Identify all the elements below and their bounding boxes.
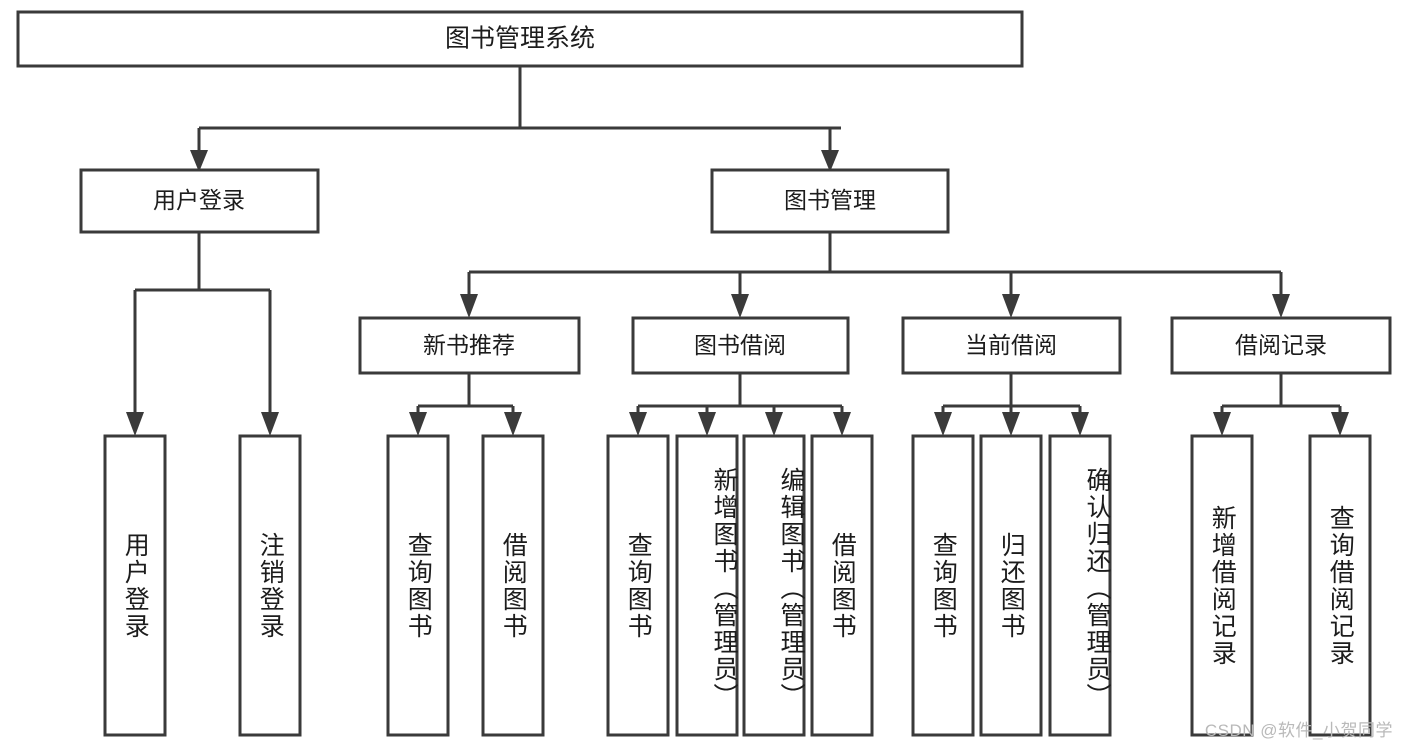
leaf-node-bookborrow-3[interactable] <box>810 434 874 737</box>
node-new-book-recommend-label: 新书推荐 <box>423 332 515 358</box>
node-user-login-label: 用户登录 <box>153 187 245 213</box>
leaf-node-bookborrow-1[interactable] <box>675 434 739 737</box>
leaf-node-currentborrow-1[interactable] <box>979 434 1043 737</box>
leaf-node-bookborrow-2[interactable] <box>742 434 806 737</box>
leaf-node-borrowrecord-1[interactable] <box>1308 434 1372 737</box>
connector-bookborrow-to-leaves <box>629 373 851 436</box>
node-user-login[interactable]: 用户登录 <box>79 168 320 234</box>
node-book-management[interactable]: 图书管理 <box>710 168 950 234</box>
connector-userlogin-to-leaves <box>126 232 279 436</box>
connector-bookmgmt-to-level3 <box>460 232 1290 318</box>
connector-newbook-to-leaves <box>409 373 522 436</box>
leaf-node-user-login-1[interactable] <box>238 434 302 737</box>
leaf-node-currentborrow-0[interactable] <box>911 434 975 737</box>
leaf-node-newbook-1[interactable] <box>481 434 545 737</box>
node-borrow-record-label: 借阅记录 <box>1235 332 1327 358</box>
node-current-borrow-label: 当前借阅 <box>965 332 1057 358</box>
node-new-book-recommend[interactable]: 新书推荐 <box>358 316 581 375</box>
node-book-borrow[interactable]: 图书借阅 <box>631 316 850 375</box>
leaf-rects-current-borrow <box>911 434 1112 737</box>
leaf-node-borrowrecord-0[interactable] <box>1190 434 1254 737</box>
node-root[interactable]: 图书管理系统 <box>16 10 1024 68</box>
connector-root-to-level2 <box>190 66 841 172</box>
leaf-rects-book-borrow <box>606 434 874 737</box>
leaf-rects-borrow-record <box>1190 434 1372 737</box>
leaf-rects-user-login <box>103 434 302 737</box>
connector-currentborrow-to-leaves <box>934 373 1089 436</box>
leaf-node-bookborrow-0[interactable] <box>606 434 670 737</box>
node-current-borrow[interactable]: 当前借阅 <box>901 316 1122 375</box>
node-borrow-record[interactable]: 借阅记录 <box>1170 316 1392 375</box>
node-book-borrow-label: 图书借阅 <box>694 332 786 358</box>
leaf-node-currentborrow-2[interactable] <box>1048 434 1112 737</box>
connector-borrowrecord-to-leaves <box>1213 373 1349 436</box>
leaf-node-newbook-0[interactable] <box>386 434 450 737</box>
leaf-node-user-login-0[interactable] <box>103 434 167 737</box>
node-root-label: 图书管理系统 <box>445 25 595 53</box>
leaf-rects-new-book-recommend <box>386 434 545 737</box>
csdn-watermark: CSDN @软件_小贺同学 <box>1204 721 1393 740</box>
node-book-management-label: 图书管理 <box>784 187 876 213</box>
